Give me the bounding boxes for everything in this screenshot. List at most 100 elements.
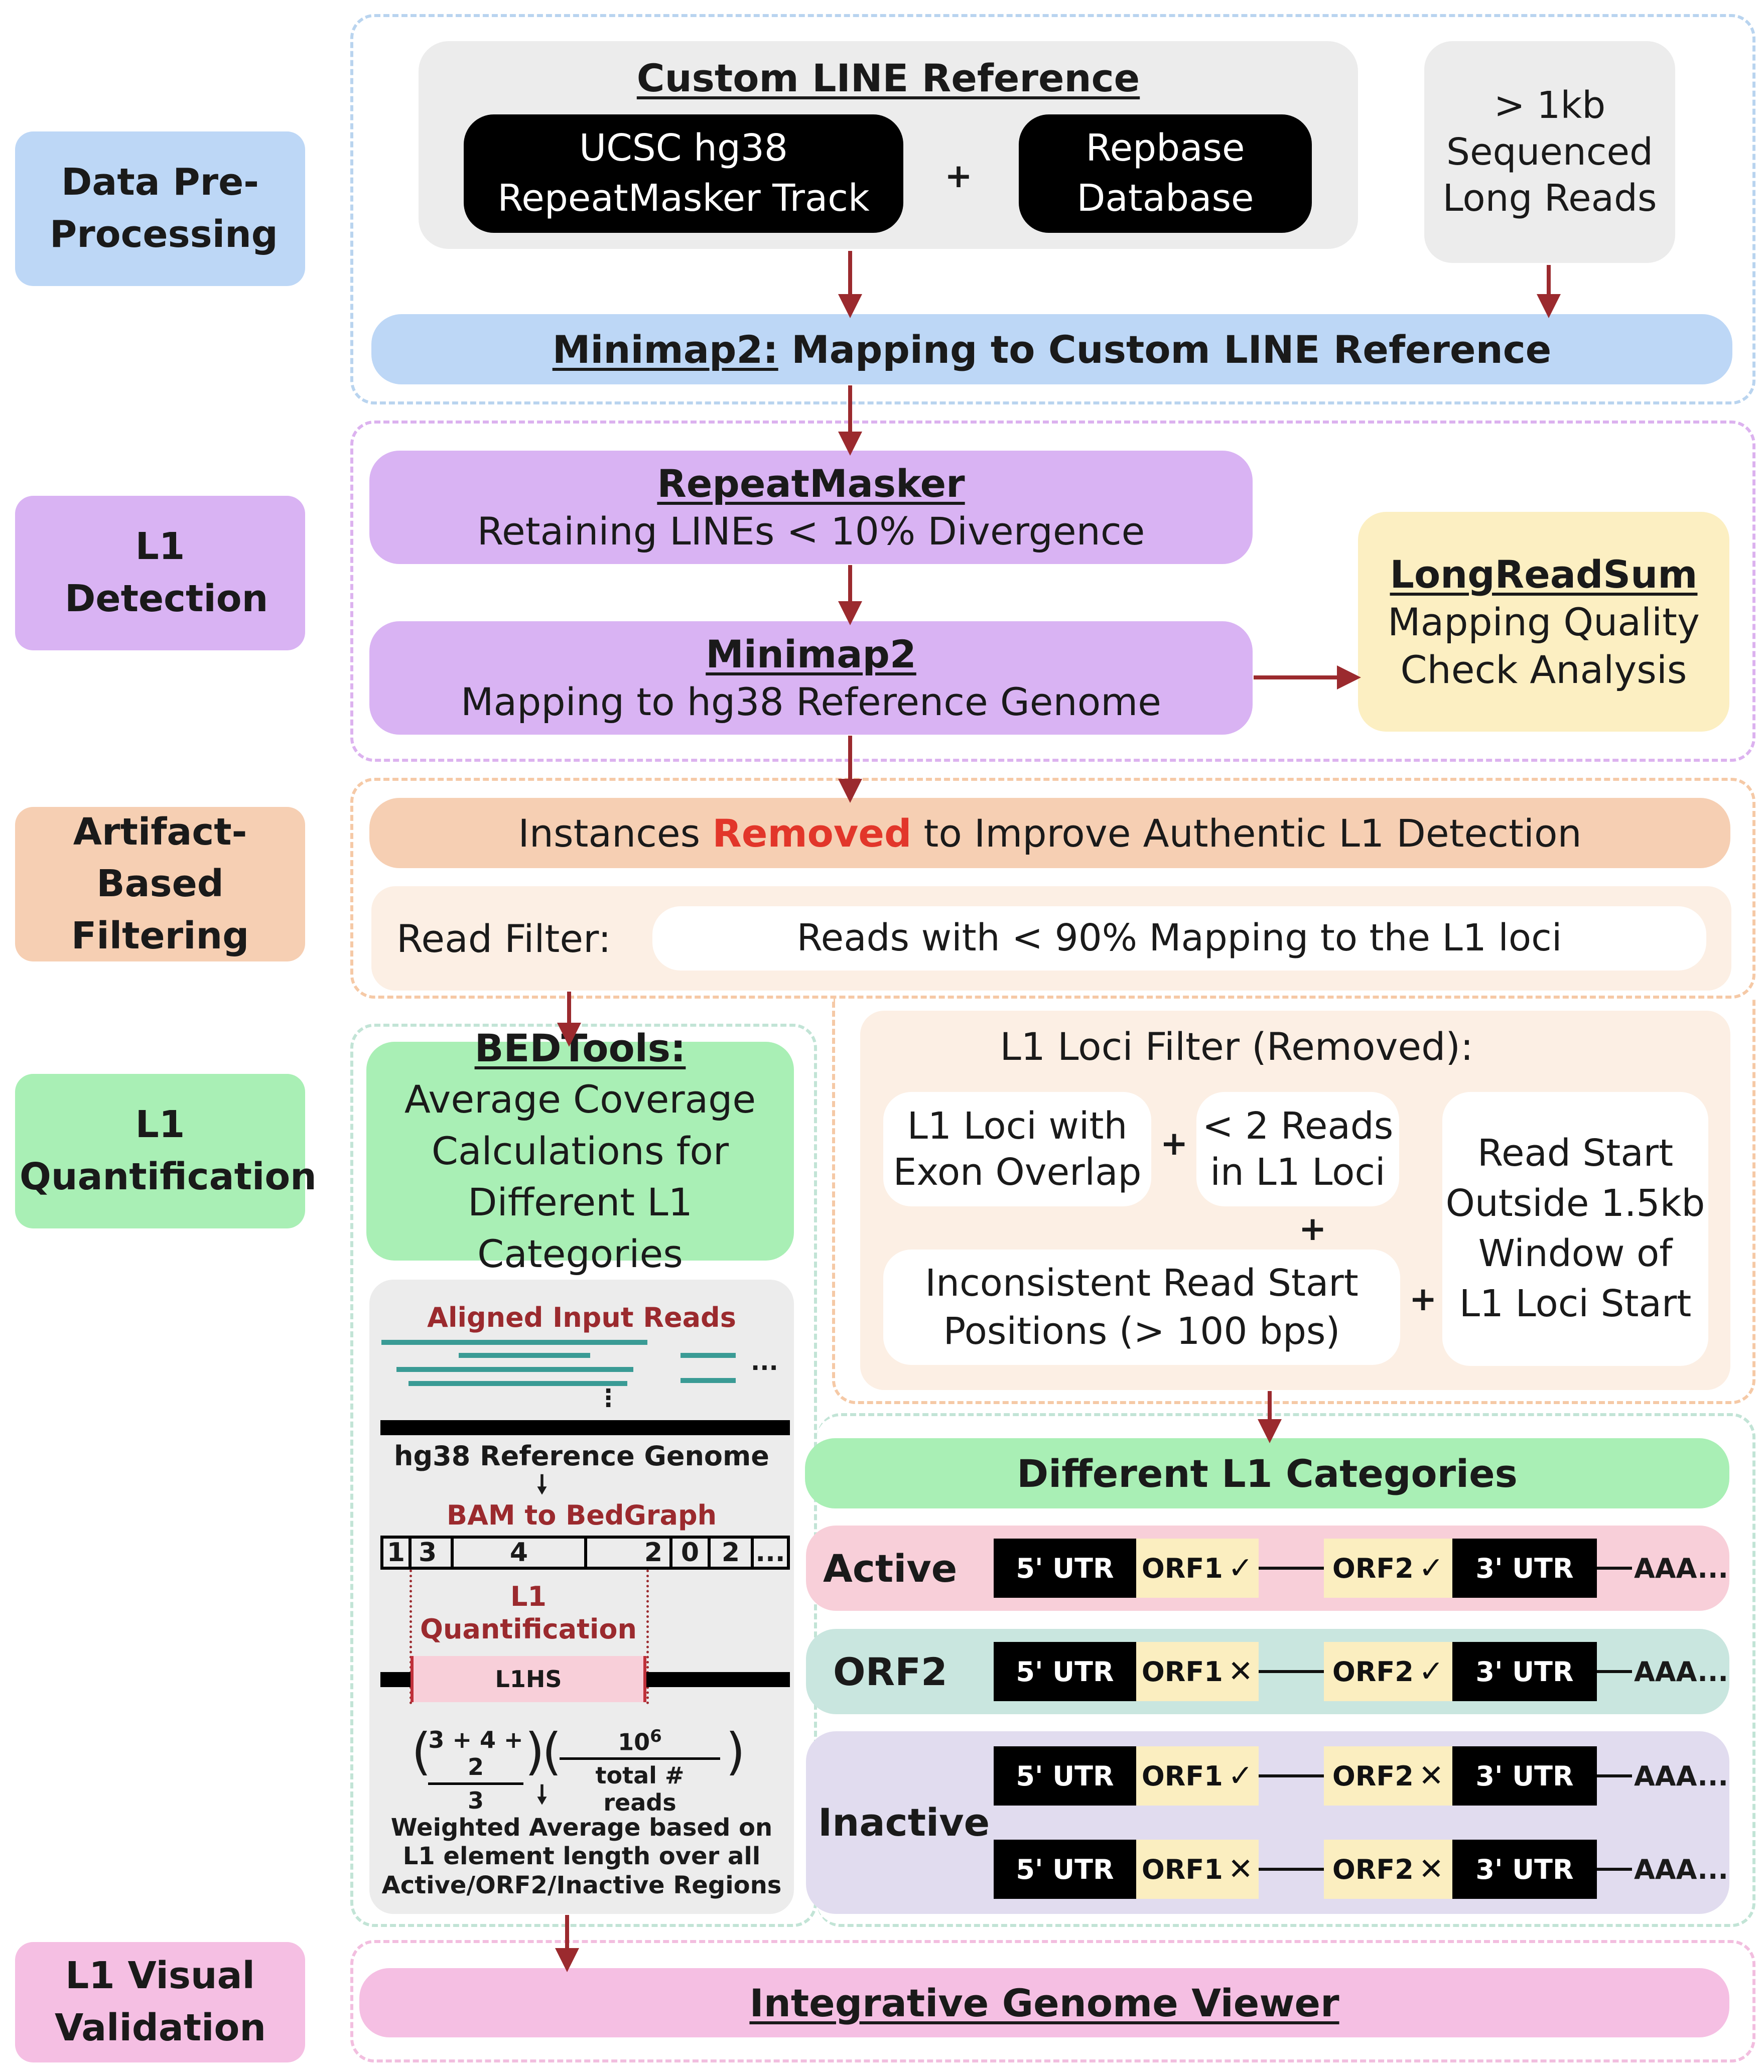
stage-label-detection-text: L1 Detection [65,525,268,620]
polya-tail: AAA... [1634,1655,1728,1688]
utr3-segment-label: 3' UTR [1475,1552,1574,1584]
bedgraph-cell: 0 [672,1538,711,1568]
reads-line-2: in L1 Loci [1210,1151,1386,1194]
utr5-segment-label: 5' UTR [1016,1552,1114,1584]
bam-bedgraph-label: BAM to BedGraph [446,1499,717,1531]
filtering-frame [350,778,1755,999]
down-arrow-small-icon: 🠗 [536,1779,548,1809]
igv-label: Integrative Genome Viewer [749,1980,1339,2025]
minimap2-custom-desc: Mapping to Custom LINE Reference [778,327,1552,372]
utr3-segment: 3' UTR [1452,1539,1597,1598]
orf1-segment-label: ORF1 [1141,1853,1223,1885]
preprocessing-frame [350,14,1755,404]
utr5-segment: 5' UTR [994,1642,1136,1701]
detection-frame [350,421,1755,762]
instances-removed-word: Removed [712,810,912,856]
read-line [681,1353,736,1358]
linker-line [1259,1774,1324,1777]
longreadsum-box: LongReadSum Mapping Quality Check Analys… [1358,512,1729,732]
stage-label-detection: L1 Detection [15,496,305,650]
inconsistent-line-2: Positions (> 100 bps) [943,1310,1340,1353]
polya-tail: AAA... [1634,1853,1728,1885]
orf1-segment-label: ORF1 [1141,1655,1223,1688]
formula-num-1: 3 + 4 + 2 [428,1726,523,1780]
categories-title-bar: Different L1 Categories [805,1438,1729,1508]
instances-post: to Improve Authentic L1 Detection [911,810,1582,856]
long-reads-box: > 1kb Sequenced Long Reads [1424,41,1675,263]
utr3-segment-label: 3' UTR [1475,1760,1574,1792]
ucsc-line-2: RepeatMasker Track [497,177,870,220]
l1-quantification-label: L1 Quantification [413,1576,644,1651]
read-line [396,1367,633,1372]
category-label-inactive: Inactive [818,1800,990,1845]
formula-paren-left-2: ( [542,1722,562,1781]
minimap2-custom-mapping-bar: Minimap2: Mapping to Custom LINE Referen… [371,314,1732,384]
long-reads-line-2: Sequenced [1446,130,1653,174]
cross-icon: ✕ [1418,1758,1444,1793]
quant-marker-left [410,1570,412,1704]
utr5-segment: 5' UTR [994,1746,1136,1806]
utr5-segment-label: 5' UTR [1016,1853,1114,1885]
bedtools-box: BEDTools: Average Coverage Calculations … [366,1026,794,1276]
bedtools-line-1: Average Coverage [404,1077,756,1122]
orf2-segment-label: ORF2 [1332,1853,1414,1885]
read-line [459,1353,590,1358]
read-line [409,1381,627,1386]
orf1-segment-label: ORF1 [1141,1760,1223,1792]
custom-line-reference-title: Custom LINE Reference [636,55,1140,100]
window-line-4: L1 Loci Start [1459,1282,1692,1325]
orf2-segment: ORF2✓ [1324,1539,1452,1598]
orf1-segment: ORF1✓ [1136,1539,1259,1598]
orf1-segment: ORF1✓ [1136,1746,1259,1806]
longreadsum-line-1: Mapping Quality [1388,599,1700,644]
utr5-segment: 5' UTR [994,1840,1136,1899]
stage-label-filtering: Artifact-Based Filtering [15,807,305,961]
weighted-line-2: L1 element length over all [402,1842,761,1871]
formula-fraction-1: 3 + 4 + 2 3 [426,1726,526,1814]
categories-frame [817,1413,1755,1927]
formula-num-2-base: 10 [618,1728,650,1756]
polya-line [1597,1774,1632,1777]
aligned-reads-label: Aligned Input Reads [427,1301,736,1333]
window-start-box: Read Start Outside 1.5kb Window of L1 Lo… [1442,1092,1708,1366]
utr5-segment: 5' UTR [994,1539,1136,1598]
formula-paren-left-1: ( [412,1722,432,1781]
l1-quant-line-2: Quantification [420,1613,637,1645]
orf1-segment-label: ORF1 [1141,1552,1223,1584]
repbase-line-2: Database [1076,177,1254,220]
formula-num-2: 106 [618,1726,662,1755]
check-icon: ✓ [1418,1654,1444,1689]
reads-vdots: ⋮ [596,1384,620,1412]
stage-label-quantification: L1 Quantification [15,1074,317,1228]
minimap2-custom-title: Minimap2: [552,327,778,372]
hg38-genome-label: hg38 Reference Genome [394,1440,769,1472]
longreadsum-line-2: Check Analysis [1400,647,1687,692]
stage-label-validation-text: L1 Visual Validation [55,1954,266,2049]
read-line [381,1340,647,1345]
polya-line [1597,1868,1632,1871]
bedgraph-cell: ... [755,1538,785,1568]
category-label-active: Active [823,1546,958,1591]
formula-exp: 6 [650,1726,662,1746]
inconsistent-line-1: Inconsistent Read Start [925,1261,1359,1305]
instances-removed-bar: Instances Removed to Improve Authentic L… [369,798,1730,868]
polya-tail: AAA... [1634,1760,1728,1792]
polya-line [1597,1567,1632,1570]
linker-line [1259,1567,1324,1570]
bedtools-line-2: Calculations for [431,1128,729,1173]
polya-tail: AAA... [1634,1552,1728,1584]
check-icon: ✓ [1418,1551,1444,1586]
igv-bar: Integrative Genome Viewer [359,1968,1729,2037]
weighted-average-text: Weighted Average based on L1 element len… [369,1812,794,1902]
formula-line-1 [428,1782,523,1785]
utr3-segment: 3' UTR [1452,1642,1597,1701]
stage-label-preprocessing: Data Pre-Processing [15,131,305,286]
formula-paren-right-2: ) [726,1722,746,1781]
check-icon: ✓ [1228,1551,1254,1586]
bedgraph-cell: 4 [454,1538,587,1568]
quant-marker-right [646,1570,649,1704]
down-arrow-small-icon: 🠗 [536,1469,548,1499]
loci-plus-1: + [1160,1124,1188,1163]
orf2-segment: ORF2✕ [1324,1840,1452,1899]
reads-in-loci-box: < 2 Reads in L1 Loci [1196,1092,1399,1206]
